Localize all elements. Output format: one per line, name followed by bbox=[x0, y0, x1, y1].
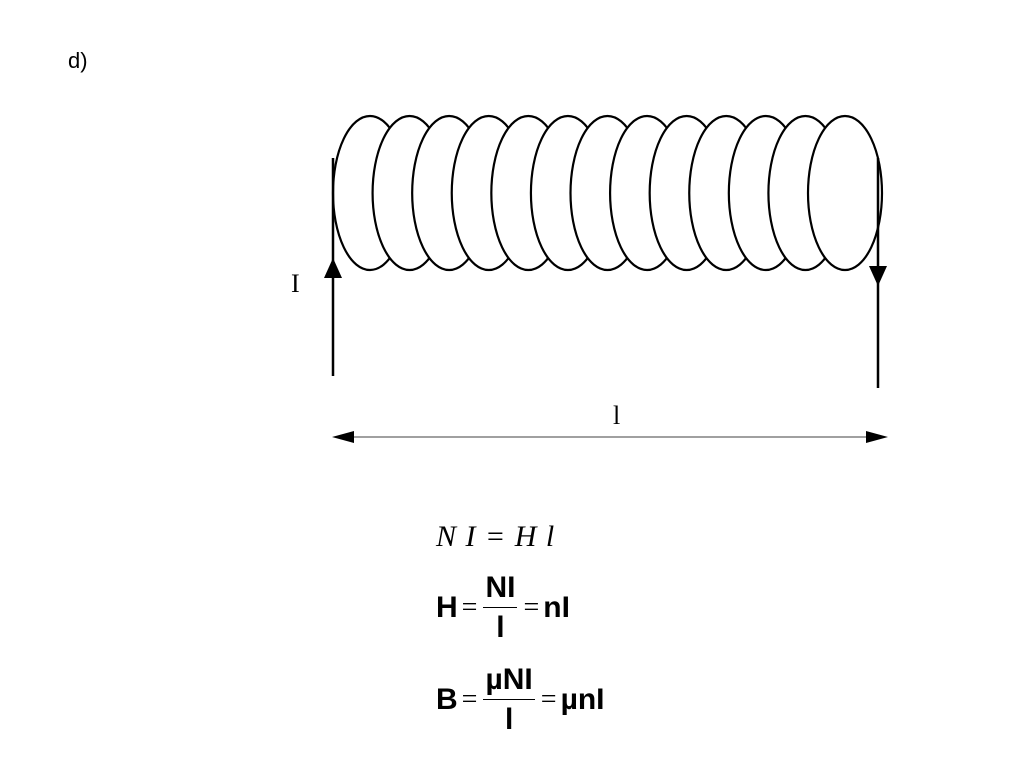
dimension-arrow-right-icon bbox=[866, 431, 888, 443]
dimension-arrow-left-icon bbox=[332, 431, 354, 443]
coil-turn bbox=[806, 114, 884, 272]
eq2-denominator: l bbox=[496, 611, 505, 644]
eq2-numerator: NI bbox=[485, 571, 516, 604]
eq3-denominator: l bbox=[504, 703, 514, 736]
equation-h-field: H = NI l = nI bbox=[436, 572, 570, 644]
length-label: l bbox=[613, 401, 620, 430]
eq3-fraction: µNI l bbox=[483, 663, 535, 736]
eq3-equals-a: = bbox=[461, 684, 478, 715]
current-arrow-up-icon bbox=[324, 258, 342, 278]
eq2-fraction-bar bbox=[483, 607, 518, 608]
part-label: d) bbox=[68, 48, 88, 73]
eq3-rhs: µnI bbox=[560, 683, 605, 716]
current-label: I bbox=[291, 269, 300, 298]
eq2-fraction: NI l bbox=[483, 571, 518, 644]
eq2-equals-b: = bbox=[523, 592, 540, 623]
eq3-equals-b: = bbox=[540, 684, 557, 715]
eq2-equals-a: = bbox=[461, 592, 478, 623]
equation-ampere-law: N I = H l bbox=[436, 520, 556, 553]
eq2-rhs: nI bbox=[543, 591, 570, 624]
eq2-lhs: H bbox=[436, 591, 458, 624]
current-arrow-down-icon bbox=[869, 266, 887, 286]
equation-b-field: B = µNI l = µnI bbox=[436, 664, 605, 736]
eq3-lhs: B bbox=[436, 683, 458, 716]
eq3-numerator: µNI bbox=[485, 663, 533, 696]
solenoid-coils bbox=[331, 114, 884, 272]
eq3-fraction-bar bbox=[483, 699, 535, 700]
